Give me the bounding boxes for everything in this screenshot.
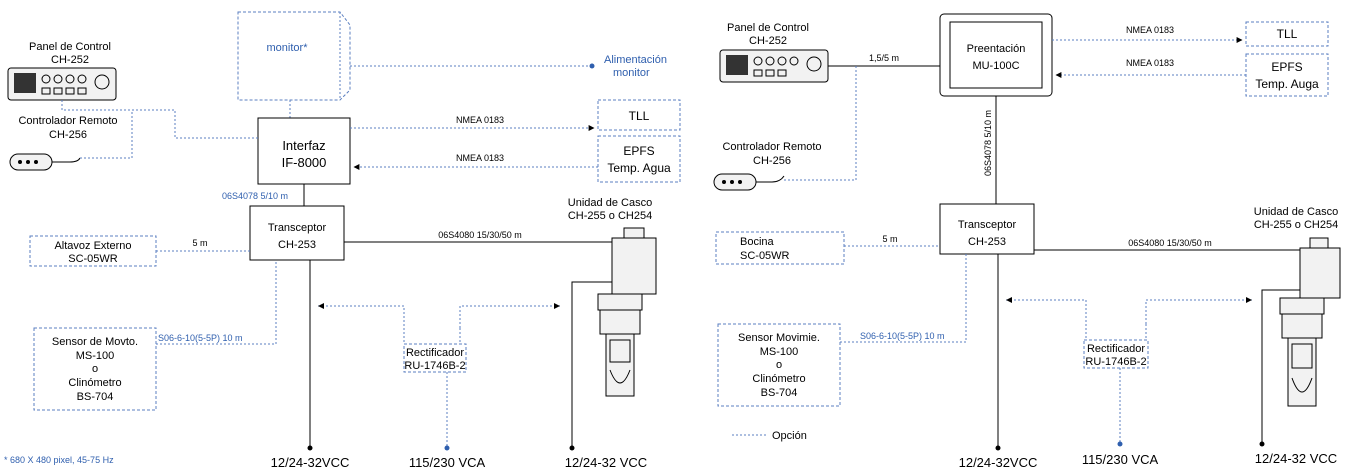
- left-monitor-power-2: monitor: [613, 67, 650, 79]
- right-display-label-2: MU-100C: [972, 60, 1019, 72]
- right-hull-label-1: Unidad de Casco: [1254, 206, 1338, 218]
- right-sensor-4: Clinómetro: [752, 373, 805, 385]
- right-hull-unit-icon: [1279, 237, 1341, 407]
- left-panel-label-2: CH-252: [51, 54, 89, 66]
- right-panel-label-2: CH-252: [749, 35, 787, 47]
- right-speaker-label-2: SC-05WR: [740, 250, 790, 262]
- left-power-3: 12/24-32 VCC: [565, 455, 647, 469]
- right-hull-label-2: CH-255 o CH254: [1254, 219, 1338, 231]
- right-nmea-1: NMEA 0183: [1126, 25, 1174, 35]
- right-display-label-1: Preentación: [967, 43, 1026, 55]
- right-sensor-1: Sensor Movimie.: [738, 332, 820, 344]
- left-transceiver-label-2: CH-253: [278, 239, 316, 251]
- left-speaker-label-1: Altavoz Externo: [54, 240, 131, 252]
- left-iface-cable: 06S4078 5/10 m: [222, 191, 288, 201]
- right-sensor-cable: S06-6-10(5-5P) 10 m: [860, 331, 945, 341]
- right-sensor-box: [717, 323, 841, 407]
- right-display-cable: 06S4078 5/10 m: [983, 110, 993, 176]
- right-remote-controller-icon: [713, 173, 785, 191]
- right-transceiver-label-2: CH-253: [968, 236, 1006, 248]
- right-epfs-label-2: Temp. Auga: [1255, 77, 1319, 91]
- right-rectifier-box: [1083, 339, 1149, 369]
- left-epfs-label-1: EPFS: [623, 144, 654, 158]
- right-power-1: 12/24-32VCC: [959, 455, 1038, 469]
- left-remote-label-1: Controlador Remoto: [18, 115, 117, 127]
- left-transceiver-label-1: Transceptor: [268, 222, 327, 234]
- right-nmea-2: NMEA 0183: [1126, 58, 1174, 68]
- left-control-panel-icon: [7, 67, 117, 101]
- left-sensor-cable: S06-6-10(5-5P) 10 m: [158, 333, 243, 343]
- left-remote-label-2: CH-256: [49, 129, 87, 141]
- right-sensor-3: o: [776, 359, 782, 371]
- left-speaker-cable: 5 m: [192, 238, 207, 248]
- left-hull-label-1: Unidad de Casco: [568, 197, 652, 209]
- right-display-unit: [939, 13, 1053, 97]
- left-speaker-box: [29, 235, 157, 267]
- right-speaker-cable: 5 m: [882, 234, 897, 244]
- left-footnote: * 680 X 480 pixel, 45-75 Hz: [4, 455, 114, 465]
- left-interface-box: [257, 117, 351, 185]
- left-sensor-4: Clinómetro: [68, 377, 121, 389]
- right-remote-label-1: Controlador Remoto: [722, 141, 821, 153]
- left-epfs-label-2: Temp. Agua: [607, 161, 671, 175]
- right-transceiver-box: [939, 203, 1035, 255]
- left-rectifier-2: RU-1746B-2: [404, 360, 465, 372]
- left-epfs-box: [597, 135, 681, 183]
- left-power-2: 115/230 VCA: [409, 455, 486, 469]
- right-control-panel-icon: [719, 49, 829, 83]
- right-panel-label-1: Panel de Control: [727, 22, 809, 34]
- right-rectifier-2: RU-1746B-2: [1085, 356, 1146, 368]
- left-sensor-1: Sensor de Movto.: [52, 336, 138, 348]
- right-panel-cable: 1,5/5 m: [869, 53, 899, 63]
- right-transceiver-label-1: Transceptor: [958, 219, 1017, 231]
- left-rectifier-box: [403, 343, 467, 373]
- left-sensor-5: BS-704: [77, 391, 114, 403]
- left-remote-controller-icon: [9, 153, 81, 171]
- right-rectifier-1: Rectificador: [1087, 343, 1145, 355]
- right-sensor-5: BS-704: [761, 387, 798, 399]
- left-monitor-option: [237, 11, 351, 101]
- right-tll-box: [1245, 21, 1329, 47]
- right-speaker-box: [715, 231, 845, 265]
- left-monitor-power-1: Alimentación: [604, 54, 667, 66]
- left-panel-label-1: Panel de Control: [29, 41, 111, 53]
- left-interface-label-2: IF-8000: [282, 155, 327, 170]
- left-sensor-2: MS-100: [76, 350, 115, 362]
- left-sensor-box: [33, 327, 157, 411]
- left-tll-box: [597, 99, 681, 131]
- left-nmea-2: NMEA 0183: [456, 153, 504, 163]
- left-rectifier-1: Rectificador: [406, 347, 464, 359]
- left-hull-label-2: CH-255 o CH254: [568, 210, 652, 222]
- legend-option: Opción: [772, 430, 807, 442]
- right-speaker-label-1: Bocina: [740, 236, 775, 248]
- right-power-3: 12/24-32 VCC: [1255, 451, 1337, 466]
- right-remote-label-2: CH-256: [753, 155, 791, 167]
- right-hull-cable: 06S4080 15/30/50 m: [1128, 238, 1212, 248]
- right-epfs-label-1: EPFS: [1271, 60, 1302, 74]
- left-speaker-label-2: SC-05WR: [68, 253, 118, 265]
- left-monitor-label: monitor*: [267, 42, 309, 54]
- right-power-2: 115/230 VCA: [1082, 452, 1159, 467]
- left-hull-unit-icon: [597, 227, 657, 397]
- left-sensor-3: o: [92, 363, 98, 375]
- left-tll-label: TLL: [629, 109, 650, 123]
- right-tll-label: TLL: [1277, 27, 1298, 41]
- left-transceiver-box: [249, 205, 345, 261]
- left-power-1: 12/24-32VCC: [271, 455, 350, 469]
- right-sensor-2: MS-100: [760, 346, 799, 358]
- left-nmea-1: NMEA 0183: [456, 115, 504, 125]
- left-interface-label-1: Interfaz: [282, 138, 325, 153]
- left-hull-cable: 06S4080 15/30/50 m: [438, 230, 522, 240]
